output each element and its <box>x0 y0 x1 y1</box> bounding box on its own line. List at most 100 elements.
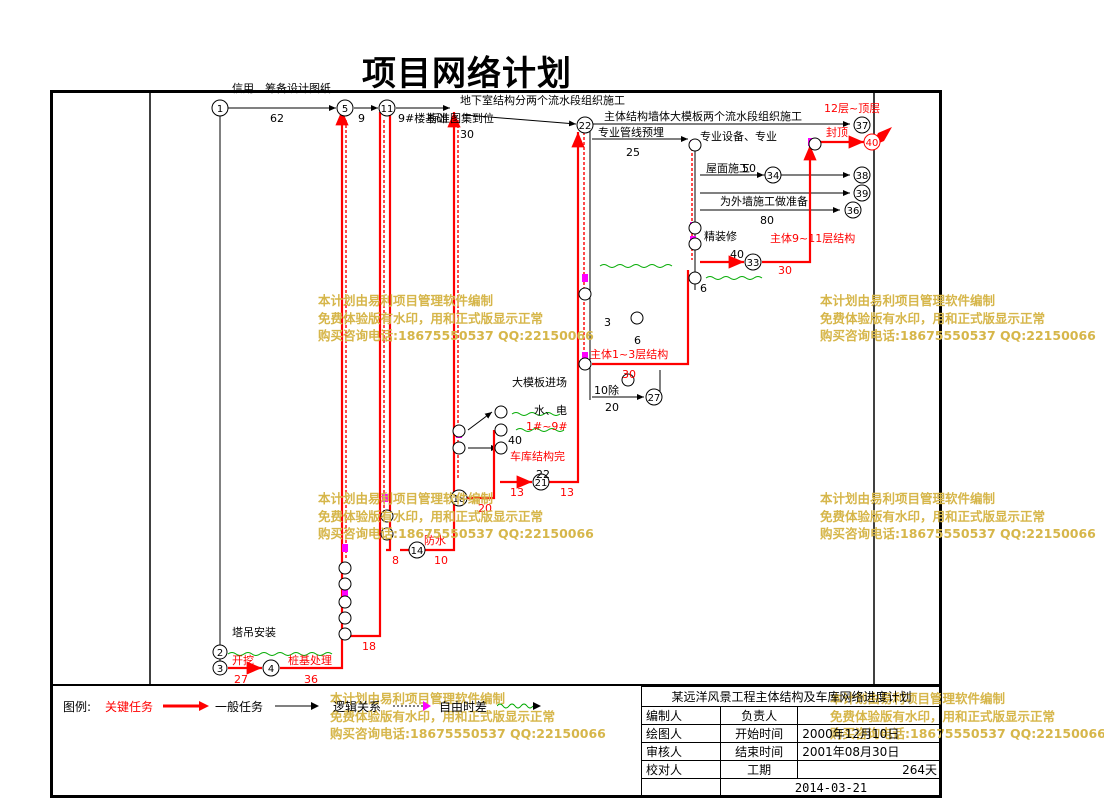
critical-label: 30 <box>778 264 792 277</box>
duration-label: 50 <box>742 162 756 175</box>
tb-cell: 编制人 <box>641 706 721 725</box>
node: 38 <box>853 166 871 184</box>
node: 21 <box>532 473 550 491</box>
node: 4 <box>262 659 280 677</box>
tb-cell: 工期 <box>719 760 799 779</box>
task-arrow-top-22 <box>464 114 577 127</box>
watermark: 本计划由易利项目管理软件编制免费体验版有水印，用和正式版显示正常购买咨询电话:1… <box>820 491 1096 541</box>
node: 36 <box>844 201 862 219</box>
milestone-marker <box>342 544 348 552</box>
print-date: 2014-03-21 <box>720 778 942 797</box>
node-small <box>494 423 508 437</box>
duration-label: 62 <box>270 112 284 125</box>
critical-label: 18 <box>362 640 376 653</box>
tb-cell: 2000年12月10日 <box>797 724 942 743</box>
duration-label: 9 <box>358 112 365 125</box>
node: 33 <box>744 253 762 271</box>
critical-label: 封顶 <box>826 125 848 139</box>
critical-path-pile <box>280 110 349 670</box>
legend-logic-label: 逻辑关系 <box>333 700 382 714</box>
legend-logic-arrow <box>393 701 431 711</box>
tb-cell: 264天 <box>797 760 942 779</box>
critical-label: 8 <box>392 554 399 567</box>
critical-label: 13 <box>510 486 524 499</box>
tb-cell: 审核人 <box>641 742 721 761</box>
critical-path-main13 <box>592 270 690 366</box>
node-small <box>808 137 822 151</box>
svg-text:4: 4 <box>268 664 274 675</box>
node-small <box>494 441 508 455</box>
duration-label: 22 <box>536 468 550 481</box>
task-arrow-mid-a <box>467 411 493 431</box>
legend-normal-arrow <box>275 702 319 710</box>
svg-text:38: 38 <box>856 171 869 182</box>
node-small <box>578 287 592 301</box>
milestone-marker <box>582 352 588 360</box>
svg-text:21: 21 <box>535 478 548 489</box>
critical-label: 36 <box>304 673 318 686</box>
critical-path-11b <box>386 112 392 552</box>
svg-text:2: 2 <box>217 648 223 659</box>
milestone-marker <box>342 590 348 598</box>
legend-float-label: 自由时差 <box>439 700 488 714</box>
node: 40 <box>863 133 881 151</box>
task-label: 标准图集到位 <box>428 111 494 125</box>
duration-label: 6 <box>634 334 641 347</box>
task-label: 信用、筹备设计图纸 <box>232 81 331 95</box>
page-title: 项目网络计划 <box>362 54 572 94</box>
node-small <box>452 424 466 438</box>
float-wave-1 <box>227 652 333 656</box>
task-label: 主体结构墙体大模板两个流水段组织施工 <box>604 109 802 123</box>
task-label: 塔吊安装 <box>232 625 276 639</box>
task-label: 专业设备、专业 <box>700 129 777 143</box>
float-wave-3 <box>705 276 763 280</box>
task-label: 9#楼基础 <box>398 111 447 125</box>
node: 1 <box>211 99 229 117</box>
tb-cell <box>797 706 942 725</box>
watermark: 本计划由易利项目管理软件编制免费体验版有水印，用和正式版显示正常购买咨询电话:1… <box>318 293 594 343</box>
node: 22 <box>576 116 594 134</box>
duration-label: 40 <box>508 434 522 447</box>
duration-label: 40 <box>730 248 744 261</box>
task-label: 10除 <box>594 383 619 397</box>
float-wave-5 <box>515 428 565 432</box>
node: 18 <box>450 489 468 507</box>
critical-label: 开挖 <box>232 653 254 667</box>
tb-cell: 校对人 <box>641 760 721 779</box>
tb-cell: 结束时间 <box>719 742 799 761</box>
node-small <box>688 221 702 235</box>
legend-normal-label: 一般任务 <box>215 700 264 714</box>
task-label: 屋面施工 <box>706 162 750 175</box>
duration-label: 30 <box>460 128 474 141</box>
node-small <box>621 373 635 387</box>
task-label: 水、电 <box>534 404 567 417</box>
svg-text:34: 34 <box>767 171 780 182</box>
legend-critical-label: 关键任务 <box>105 700 154 714</box>
project-name: 某远洋风景工程主体结构及车库网络进度计划 <box>641 686 942 707</box>
node: 27 <box>645 388 663 406</box>
svg-text:39: 39 <box>856 189 869 200</box>
svg-text:14: 14 <box>411 546 424 557</box>
critical-label: 12层~顶层 <box>824 102 880 115</box>
critical-label: 防水 <box>424 533 446 547</box>
network-frame <box>50 90 942 798</box>
node-small <box>452 441 466 455</box>
milestone-marker <box>582 274 588 282</box>
tb-cell: 负责人 <box>719 706 799 725</box>
duration-label: 25 <box>626 146 640 159</box>
svg-text:18: 18 <box>453 494 466 505</box>
task-label: 地下室结构分两个流水段组织施工 <box>460 93 625 107</box>
node: 2 <box>212 644 228 660</box>
node: 3 <box>212 660 228 676</box>
tb-cell <box>641 778 721 797</box>
watermark: 本计划由易利项目管理软件编制免费体验版有水印，用和正式版显示正常购买咨询电话:1… <box>318 491 594 541</box>
legend-label: 图例: <box>63 700 92 714</box>
duration-label: 80 <box>760 214 774 227</box>
svg-text:11: 11 <box>381 104 394 115</box>
critical-label: 30 <box>622 368 636 381</box>
node-small <box>338 595 352 609</box>
node-small <box>494 405 508 419</box>
node-small <box>630 311 644 325</box>
node: 34 <box>764 166 782 184</box>
